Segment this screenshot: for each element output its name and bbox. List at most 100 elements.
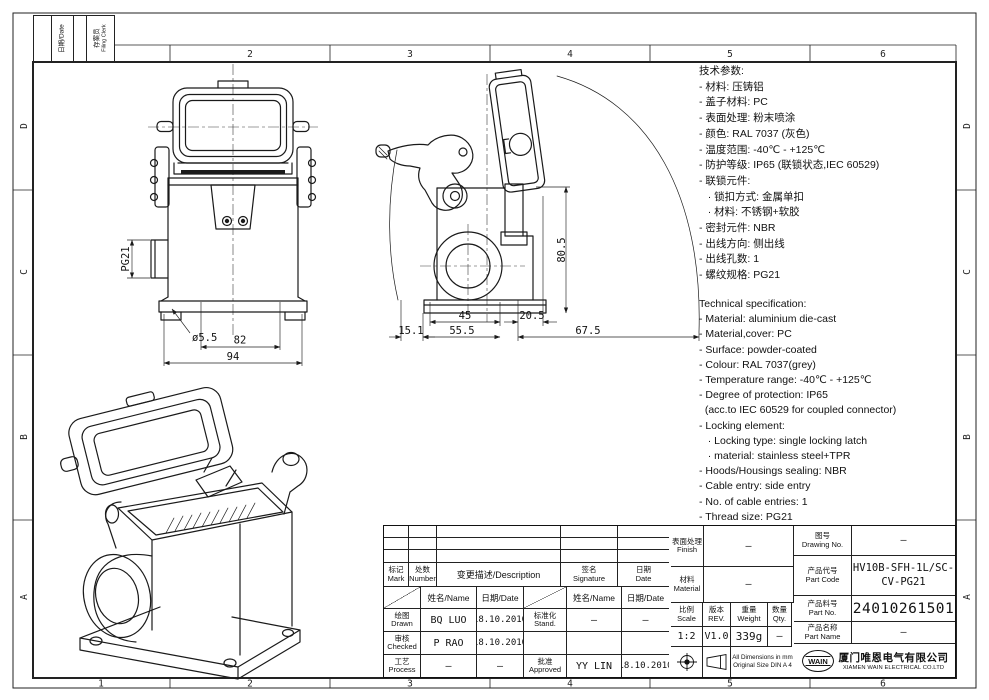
stand-name: – <box>567 609 622 632</box>
weight-value: 339g <box>731 627 768 647</box>
description-header: 变更描述/Description <box>437 563 561 587</box>
side-view-centerlines <box>420 74 525 322</box>
cover-swing-arc <box>556 75 700 333</box>
dim-82: 82 <box>234 335 247 347</box>
side-view-dim-labels: 80.5 45 20.5 15.1 55.5 67.5 <box>398 237 600 337</box>
date-col-header: 日期/Date <box>477 587 524 609</box>
projection-cell <box>703 647 731 677</box>
process-date: – <box>477 655 524 677</box>
zone-col-label: 2 <box>247 49 253 60</box>
approved-date: 18.10.2010 <box>622 655 669 677</box>
spec-line: - Surface: powder-coated <box>699 343 817 356</box>
spec-line: - 密封元件: NBR <box>699 222 776 235</box>
dim-67-5: 67.5 <box>575 325 600 337</box>
spec-line: - Colour: RAL 7037(grey) <box>699 358 816 371</box>
dim-hole: ø5.5 <box>192 332 217 344</box>
projection-cell <box>671 647 703 677</box>
finish-value: – <box>704 526 794 567</box>
spec-line: - 防护等级: IP65 (联锁状态,IEC 60529) <box>699 159 880 172</box>
sheet-frame <box>12 12 977 689</box>
spec-line: - Hoods/Housings sealing: NBR <box>699 465 847 478</box>
zone-row-label: B <box>962 434 973 440</box>
spec-line: - 出线方向: 侧出线 <box>699 237 785 250</box>
spec-line: - No. of cable entries: 1 <box>699 495 808 508</box>
zone-row-label: A <box>19 594 30 600</box>
dim-94: 94 <box>227 351 240 363</box>
zone-row-label: C <box>19 269 30 275</box>
part-no-value: 1240102615011 <box>852 596 955 622</box>
spec-line: 技术参数: <box>699 65 744 77</box>
spec-line: - 温度范围: -40℃ - +125℃ <box>699 143 825 156</box>
dim-pg21: PG21 <box>120 246 132 271</box>
filing-empty-cell <box>34 16 52 61</box>
lever-swing-arc <box>389 149 399 301</box>
spec-line: - 出线孔数: 1 <box>699 253 760 266</box>
spec-line: · 材料: 不锈钢+软胶 <box>699 206 800 219</box>
svg-text:WAIN: WAIN <box>808 656 828 665</box>
zone-row-label: A <box>962 594 973 600</box>
front-view-centerlines <box>148 64 318 336</box>
first-angle-target-icon <box>676 653 697 671</box>
zone-col-label: 4 <box>567 679 573 690</box>
diagonal-cell <box>384 587 421 609</box>
qty-value: – <box>768 627 792 647</box>
side-view-dimensions <box>389 186 700 341</box>
zone-col-label: 3 <box>407 49 413 60</box>
material-value: – <box>704 567 794 603</box>
projection-row: All Dimensions in mm Original Size DIN A… <box>671 647 794 677</box>
specs-chinese: 技术参数:- 材料: 压铸铝- 盖子材料: PC- 表面处理: 粉末喷涂- 颜色… <box>699 64 879 284</box>
spec-line: - Material,cover: PC <box>699 328 792 341</box>
iso-open-lid <box>60 387 234 496</box>
filing-empty-cell <box>74 16 87 61</box>
isometric-view <box>60 387 308 680</box>
scale-value: 1:2 <box>671 627 703 647</box>
spec-line: · material: stainless steel+TPR <box>699 450 851 463</box>
process-name: – <box>421 655 477 677</box>
zone-col-label: 4 <box>567 49 573 60</box>
spec-line: - 颜色: RAL 7037 (灰色) <box>699 127 810 140</box>
diagonal-cell <box>524 587 567 609</box>
zone-col-label: 3 <box>407 679 413 690</box>
spec-line: · Locking type: single locking latch <box>699 434 868 447</box>
zone-col-label: 5 <box>727 49 733 60</box>
front-view-dimensions <box>127 239 303 366</box>
zone-labels: 1 2 3 4 5 6 1 2 3 4 5 6 D C B A D C B A <box>19 49 973 690</box>
rev-value: V1.0 <box>703 627 731 647</box>
filing-date-cell: 日期/Date <box>52 16 74 61</box>
front-view-dim-labels: PG21 ø5.5 82 94 <box>120 246 246 363</box>
wain-logo-icon: WAIN <box>801 649 834 672</box>
dimension-note: All Dimensions in mm Original Size DIN A… <box>731 647 794 677</box>
zone-col-label: 1 <box>98 679 104 690</box>
dim-45: 45 <box>459 310 472 322</box>
checked-date: 18.10.2010 <box>477 632 524 655</box>
name-col-header: 姓名/Name <box>567 587 622 609</box>
stand-date: – <box>622 609 669 632</box>
checked-name: P RAO <box>421 632 477 655</box>
iso-contact-grille <box>165 502 256 534</box>
drawn-date: 18.10.2010 <box>477 609 524 632</box>
spec-line: - Thread size: PG21 <box>699 510 793 523</box>
part-code-value: HV10B-SFH-1L/SC- CV-PG21 <box>852 556 955 596</box>
